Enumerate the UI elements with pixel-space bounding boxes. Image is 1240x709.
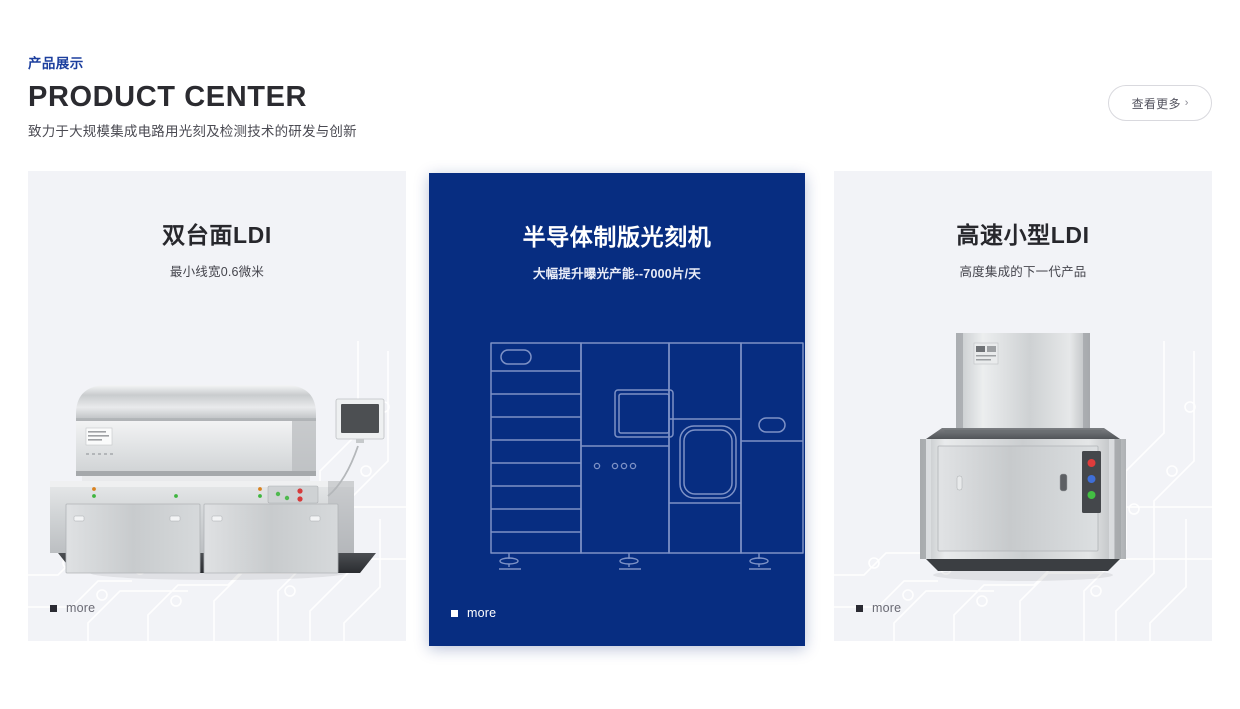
card-more-label: more: [872, 601, 902, 615]
wide-stainless-ldi-machine-photo: [50, 385, 385, 580]
view-more-label: 查看更多: [1131, 96, 1181, 111]
section-subtitle: 致力于大规模集成电路用光刻及检测技术的研发与创新: [28, 124, 357, 139]
card-more-link[interactable]: more: [50, 601, 95, 615]
product-card[interactable]: 双台面LDI 最小线宽0.6微米: [28, 171, 406, 641]
product-card[interactable]: 高速小型LDI 高度集成的下一代产品: [834, 171, 1212, 641]
square-bullet-icon: [856, 604, 863, 612]
product-card-subtitle: 大幅提升曝光产能--7000片/天: [532, 267, 701, 281]
chevron-right-icon: ›: [1184, 96, 1189, 109]
section-header: 产品展示 PRODUCT CENTER 致力于大规模集成电路用光刻及检测技术的研…: [28, 55, 1212, 145]
product-card-title: 半导体制版光刻机: [522, 224, 712, 250]
card-more-link[interactable]: more: [856, 601, 901, 615]
card-more-label: more: [66, 601, 96, 615]
line-art-lithography-machine: [490, 342, 804, 570]
square-bullet-icon: [50, 604, 57, 612]
compact-stainless-ldi-machine-photo: [920, 333, 1126, 581]
section-eyebrow: 产品展示: [28, 56, 84, 71]
card-more-link[interactable]: more: [451, 606, 496, 620]
card-more-label: more: [467, 606, 497, 620]
product-card-subtitle: 最小线宽0.6微米: [169, 265, 265, 279]
page-title: PRODUCT CENTER: [28, 81, 308, 113]
product-card-list: 双台面LDI 最小线宽0.6微米: [28, 171, 1212, 646]
view-more-button[interactable]: 查看更多 ›: [1108, 85, 1212, 121]
product-card-featured[interactable]: 半导体制版光刻机 大幅提升曝光产能--7000片/天: [429, 173, 805, 646]
square-bullet-icon: [451, 609, 458, 617]
product-card-subtitle: 高度集成的下一代产品: [959, 265, 1087, 279]
product-card-title: 高速小型LDI: [956, 222, 1090, 248]
product-card-title: 双台面LDI: [162, 222, 272, 248]
